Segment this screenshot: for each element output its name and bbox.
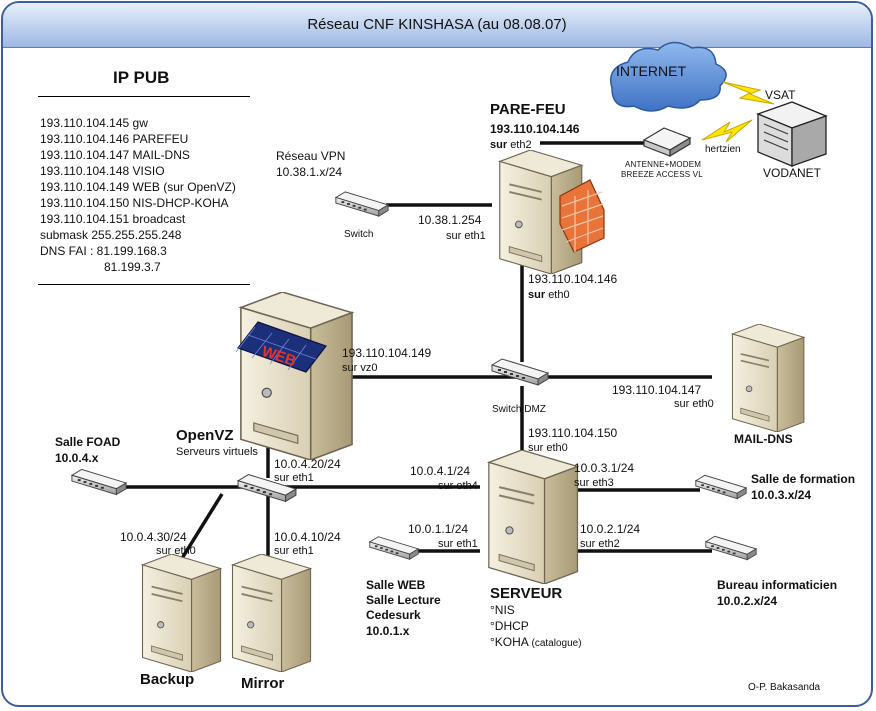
mirror-server-icon	[231, 554, 312, 672]
salle-web-line2: Salle Lecture	[366, 593, 441, 607]
openvz-eth1-label: sur eth1	[274, 472, 314, 484]
ip-pub-line: 81.199.3.7	[104, 260, 161, 274]
diagram-title: Réseau CNF KINSHASA (au 08.08.07)	[3, 3, 871, 48]
ip-pub-line: 193.110.104.150 NIS-DHCP-KOHA	[40, 196, 229, 210]
ip-pub-line: 193.110.104.149 WEB (sur OpenVZ)	[40, 180, 236, 194]
salle-web-net: 10.0.1.x	[366, 624, 410, 638]
ip-pub-title: IP PUB	[113, 68, 170, 87]
serveur-eth0-label: sur eth0	[528, 442, 568, 454]
openvz-subtitle: Serveurs virtuels	[176, 446, 258, 458]
hertzien-label: hertzien	[705, 144, 741, 155]
vpn-net: 10.38.1.x/24	[276, 165, 343, 179]
openvz-server-icon	[239, 292, 354, 460]
vsat-terminal-icon	[756, 101, 828, 167]
ip-pub-line: DNS FAI : 81.199.168.3	[40, 244, 167, 258]
antenna-label-line1: ANTENNE+MODEM	[625, 160, 702, 169]
mail-ip: 193.110.104.147	[612, 383, 702, 397]
vodanet-label: VODANET	[763, 166, 822, 180]
mail-dns-server-icon	[731, 324, 805, 432]
antenna-label-line2: BREEZE ACCESS VL	[621, 170, 703, 179]
serveur-eth4-label: sur eth4	[438, 480, 478, 492]
foad-switch-icon	[71, 468, 127, 496]
wireless-link-icon	[701, 81, 775, 143]
serveur-eth3-ip: 10.0.3.1/24	[574, 461, 635, 475]
serveur-service: °NIS	[490, 603, 515, 617]
salle-formation-name: Salle de formation	[751, 472, 856, 486]
ip-pub-line: 193.110.104.145 gw	[40, 116, 148, 130]
backup-eth-label: sur eth0	[156, 545, 196, 557]
vsat-label: VSAT	[765, 88, 796, 102]
serveur-eth2-ip: 10.0.2.1/24	[580, 522, 641, 536]
author-credit: O-P. Bakasanda	[748, 682, 821, 693]
mail-name: MAIL-DNS	[734, 432, 793, 446]
openvz-eth1-ip: 10.0.4.20/24	[274, 457, 341, 471]
salle-foad-net: 10.0.4.x	[55, 451, 99, 465]
ip-pub-line: 193.110.104.148 VISIO	[40, 164, 165, 178]
openvz-name: OpenVZ	[176, 427, 234, 444]
salle-foad-name: Salle FOAD	[55, 435, 121, 449]
bureau-net: 10.0.2.x/24	[717, 594, 778, 608]
antenna-modem-icon	[642, 127, 692, 158]
vpn-switch-icon	[335, 191, 389, 217]
firewall-name: PARE-FEU	[490, 101, 566, 118]
ip-pub-line: 193.110.104.146 PAREFEU	[40, 132, 189, 146]
mail-eth0-label: sur eth0	[674, 398, 714, 410]
vpn-label: Réseau VPN	[276, 149, 346, 163]
ip-pub-line: submask 255.255.255.248	[40, 228, 182, 242]
internet-cloud-icon	[610, 41, 727, 112]
serveur-eth2-label: sur eth2	[580, 538, 620, 550]
firewall-eth2-label: sur eth2	[490, 139, 532, 151]
serveur-eth1-label: sur eth1	[438, 538, 478, 550]
vpn-switch-label: Switch	[344, 229, 374, 240]
serveur-service: °DHCP	[490, 619, 529, 633]
salle-formation-net: 10.0.3.x/24	[751, 488, 812, 502]
dmz-switch-label: Switch DMZ	[492, 404, 546, 415]
ip-pub-bottom-rule	[38, 284, 250, 285]
firewall-eth0-ip: 193.110.104.146	[528, 272, 618, 286]
firewall-eth1-label: sur eth1	[446, 230, 486, 242]
firewall-eth0-label: sur eth0	[528, 289, 570, 301]
backup-server-icon	[141, 554, 222, 672]
formation-switch-icon	[695, 474, 747, 500]
internet-label: INTERNET	[616, 63, 686, 79]
firewall-brick-icon	[559, 179, 605, 253]
serveur-eth0-ip: 193.110.104.150	[528, 426, 618, 440]
bureau-name: Bureau informaticien	[717, 578, 838, 592]
dmz-switch-icon	[491, 358, 549, 386]
ip-pub-line: 193.110.104.147 MAIL-DNS	[40, 148, 190, 162]
openvz-vz0-ip: 193.110.104.149	[342, 346, 432, 360]
ip-pub-top-rule	[38, 96, 250, 97]
firewall-ip: 193.110.104.146	[490, 122, 580, 136]
serveur-eth1-ip: 10.0.1.1/24	[408, 522, 469, 536]
mirror-ip: 10.0.4.10/24	[274, 530, 341, 544]
mirror-eth-label: sur eth1	[274, 545, 314, 557]
mirror-name: Mirror	[241, 675, 285, 692]
ip-pub-line: 193.110.104.151 broadcast	[40, 212, 186, 226]
main-server-icon	[487, 450, 579, 584]
serveur-eth3-label: sur eth3	[574, 477, 614, 489]
salle-web-line3: Cedesurk	[366, 608, 421, 622]
backup-name: Backup	[140, 671, 195, 688]
serveur-eth4-ip: 10.0.4.1/24	[410, 464, 471, 478]
web-room-switch-icon	[369, 536, 419, 560]
salle-web-line1: Salle WEB	[366, 578, 426, 592]
firewall-eth1-ip: 10.38.1.254	[418, 213, 482, 227]
bureau-switch-icon	[705, 535, 757, 561]
backup-ip: 10.0.4.30/24	[120, 530, 187, 544]
serveur-service: °KOHA (catalogue)	[490, 635, 582, 649]
serveur-name: SERVEUR	[490, 585, 563, 602]
openvz-vz0-label: sur vz0	[342, 362, 378, 374]
